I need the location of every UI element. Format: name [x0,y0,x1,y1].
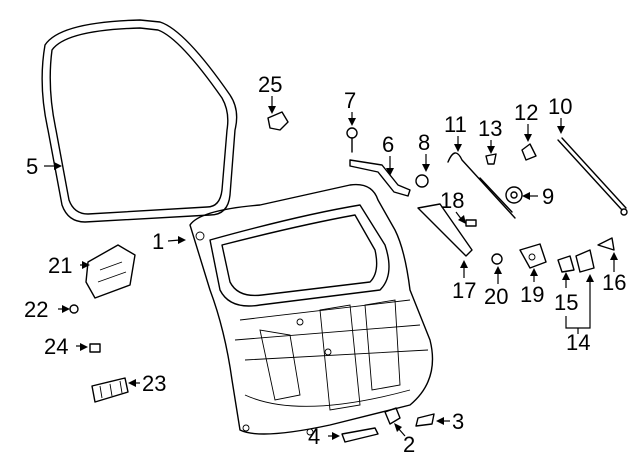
part-17-bracket [417,203,473,257]
callout-14: 14 [566,330,590,355]
callout-20: 20 [484,284,508,309]
callout-13: 13 [478,116,502,141]
callout-22: 22 [24,297,48,322]
callout-15: 15 [554,290,578,315]
part-2-bumper [384,407,401,425]
part-19-hinge [519,243,547,269]
part-21-latch [85,244,136,299]
part-23-bracket [91,377,129,403]
weatherstrip-seal [41,19,238,223]
part-10-strut [557,137,628,216]
callout-16: 16 [602,270,626,295]
part-20-bolt [491,253,503,265]
part-6-bracket [349,159,411,197]
part-7-bolt [346,127,358,153]
part-14-hinge [575,249,595,273]
part-12-bracket [521,143,537,161]
part-4-handle [341,427,379,443]
part-8-fastener [415,174,429,188]
part-24-bolt [89,343,101,353]
part-15-hinge [557,255,575,273]
part-9-grommet [505,186,523,204]
callout-7: 7 [344,88,356,113]
callout-21: 21 [48,253,72,278]
callout-25: 25 [258,72,282,97]
callout-11: 11 [444,112,467,137]
callout-9: 9 [542,184,554,209]
part-13-clip [485,153,497,165]
part-3-pad [415,413,435,427]
callout-18: 18 [440,188,464,213]
callout-5: 5 [26,154,38,179]
callout-10: 10 [548,94,572,119]
part-18-bolt [465,219,477,227]
liftgate-panel [189,183,434,436]
callout-24: 24 [44,334,68,359]
callout-2: 2 [403,432,415,457]
leader-arrows [44,96,618,440]
callout-12: 12 [514,100,538,125]
callout-8: 8 [418,130,430,155]
callout-3: 3 [452,409,464,434]
callout-17: 17 [452,278,476,303]
part-22-nut [69,304,79,314]
callout-19: 19 [520,282,544,307]
callout-6: 6 [382,132,394,157]
callout-4: 4 [308,424,320,449]
callout-1: 1 [152,229,164,254]
callout-23: 23 [142,371,166,396]
callout-labels: 1 2 3 4 5 6 7 8 9 10 11 12 13 14 15 16 1… [24,72,626,457]
part-25-bumper [267,111,289,131]
part-11-cable [447,152,516,219]
part-16-clip [597,237,615,251]
